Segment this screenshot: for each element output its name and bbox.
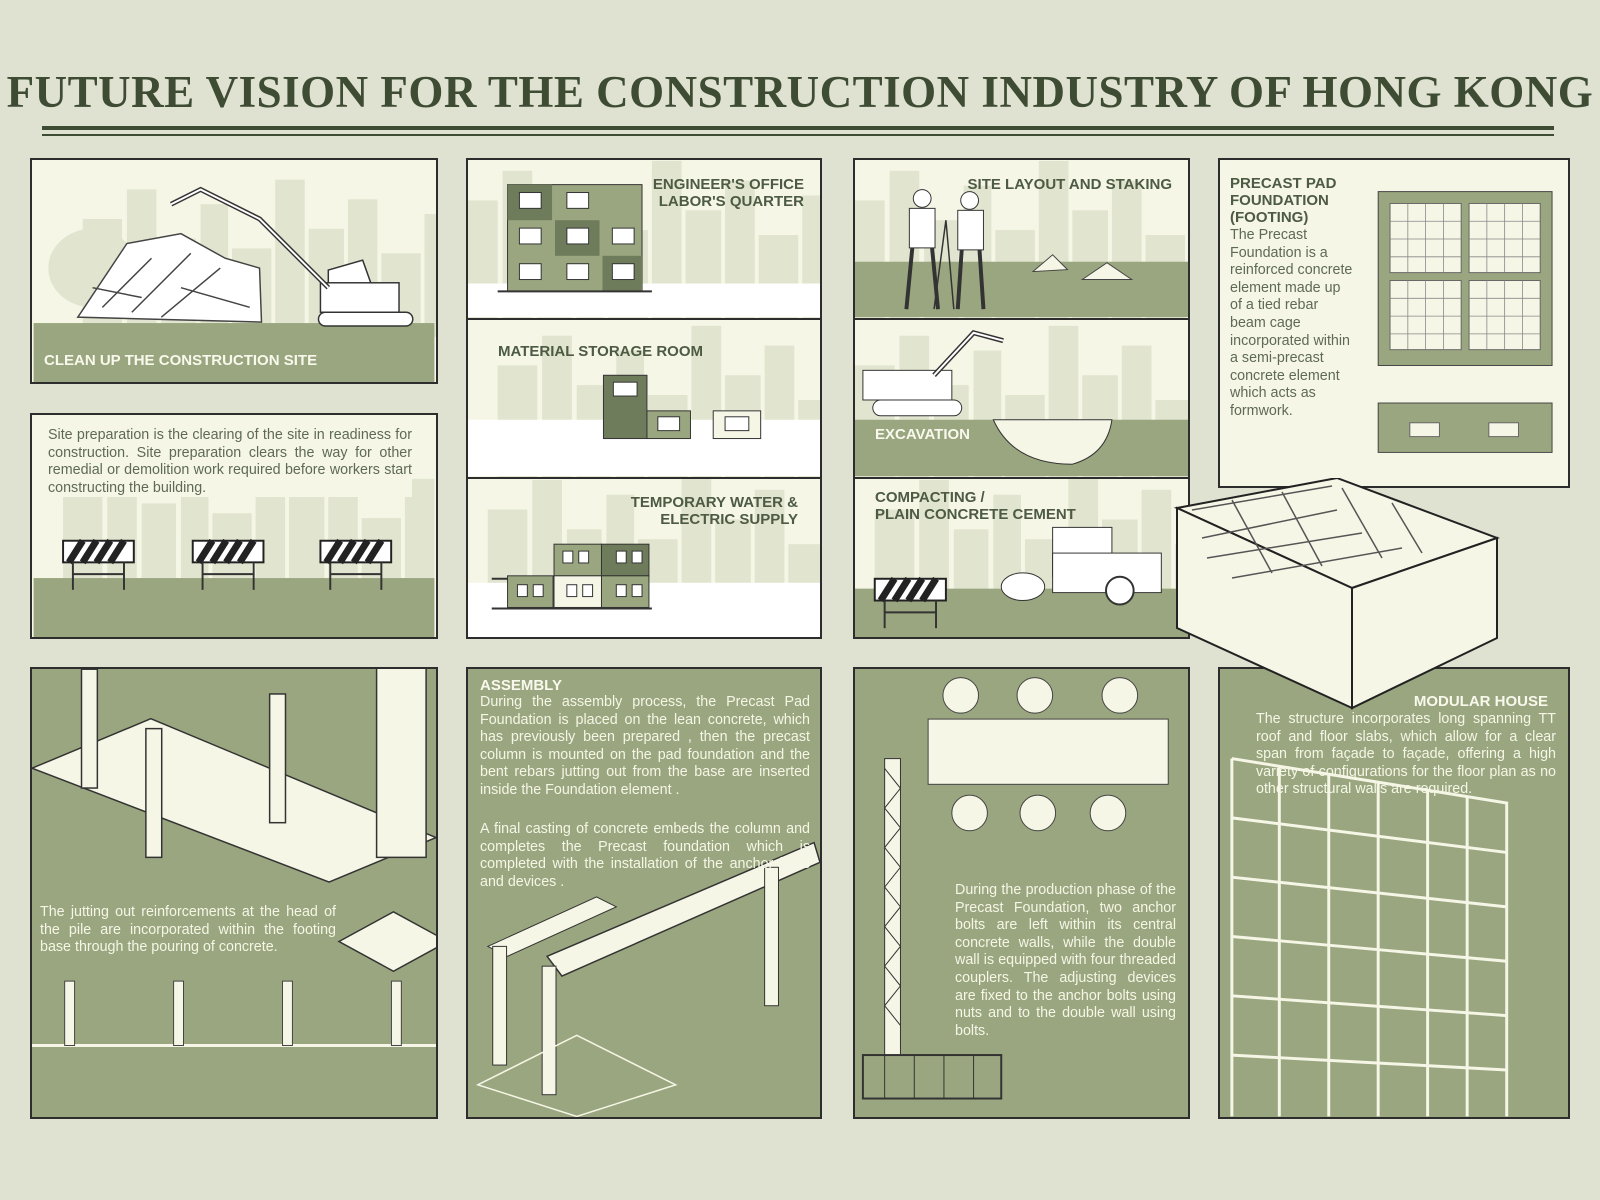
precast-pad-drawing (1377, 191, 1553, 453)
segment-water: TEMPORARY WATER & ELECTRIC SUPPLY (468, 479, 820, 637)
layout-label: SITE LAYOUT AND STAKING (967, 176, 1172, 193)
compacting-label-1: COMPACTING / (875, 489, 985, 506)
precast-heading-1: PRECAST PAD (1230, 175, 1337, 192)
site-prep-text: Site preparation is the clearing of the … (48, 427, 412, 498)
offices-label-2: LABOR'S QUARTER (658, 193, 804, 210)
compacting-label-2: PLAIN CONCRETE CEMENT (875, 506, 1076, 523)
segment-offices: ENGINEER'S OFFICE LABOR'S QUARTER (468, 160, 820, 318)
precast-heading-3: (FOOTING) (1230, 209, 1309, 226)
segment-layout: SITE LAYOUT AND STAKING (855, 160, 1188, 318)
segment-storage: MATERIAL STORAGE ROOM (468, 320, 820, 477)
panel-assembly: ASSEMBLY During the assembly process, th… (466, 667, 822, 1119)
modular-heading: MODULAR HOUSE (1413, 693, 1548, 710)
panel-site-preparation: Site preparation is the clearing of the … (30, 413, 438, 639)
title-rule-thick (42, 126, 1554, 130)
pile-illustration (32, 669, 436, 1117)
assembly-heading: ASSEMBLY (480, 677, 562, 694)
segment-compacting: COMPACTING / PLAIN CONCRETE CEMENT (855, 479, 1188, 637)
excavation-label: EXCAVATION (875, 426, 971, 443)
barrier-illustration (33, 444, 435, 637)
assembly-text-1: During the assembly process, the Precast… (480, 694, 810, 798)
water-label-2: ELECTRIC SUPPLY (660, 511, 798, 528)
panel-clean-up: CLEAN UP THE CONSTRUCTION SITE (30, 158, 438, 384)
panel-production: During the production phase of the Preca… (853, 667, 1190, 1119)
modular-text: The structure incorporates long spanning… (1256, 711, 1556, 798)
assembly-text-2: A final casting of concrete embeds the c… (480, 821, 810, 890)
page-title: FUTURE VISION FOR THE CONSTRUCTION INDUS… (6, 67, 1594, 117)
water-label-1: TEMPORARY WATER & (630, 494, 798, 511)
offices-label-1: ENGINEER'S OFFICE (652, 176, 804, 193)
panel-pile: The jutting out reinforcements at the he… (30, 667, 438, 1119)
panel-earthworks: SITE LAYOUT AND STAKING EXCAVATION COMPA… (853, 158, 1190, 639)
pile-text: The jutting out reinforcements at the he… (40, 904, 336, 956)
precast-text: The Precast Foundation is a reinforced c… (1230, 227, 1353, 419)
production-text: During the production phase of the Preca… (955, 882, 1176, 1039)
modular-structure-drawing (1230, 757, 1509, 1117)
assembly-illustration (468, 841, 820, 1117)
demolition-illustration (33, 179, 436, 382)
production-illustration (861, 677, 1169, 1100)
panel-precast-pad: PRECAST PAD FOUNDATION (FOOTING) The Pre… (1218, 158, 1570, 488)
segment-excavation: EXCAVATION (855, 320, 1188, 477)
foundation-box-illustration (1173, 478, 1500, 710)
title-rule-thin (42, 134, 1554, 136)
storage-label: MATERIAL STORAGE ROOM (498, 343, 704, 360)
panel-facilities: ENGINEER'S OFFICE LABOR'S QUARTER MATERI… (466, 158, 822, 639)
precast-heading-2: FOUNDATION (1230, 192, 1329, 209)
cleanup-label: CLEAN UP THE CONSTRUCTION SITE (44, 352, 318, 369)
panel-modular-house: MODULAR HOUSE The structure incorporates… (1218, 667, 1570, 1119)
